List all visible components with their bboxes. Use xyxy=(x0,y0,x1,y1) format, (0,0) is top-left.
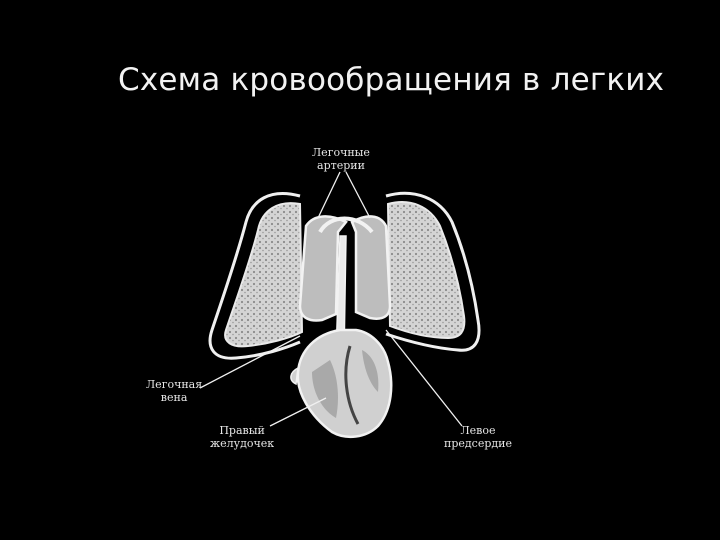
right-lung xyxy=(386,201,466,340)
label-right-ventricle-line1: Правый xyxy=(219,424,265,437)
left-vessel-loop xyxy=(298,215,348,322)
slide-title: Схема кровообращения в легких xyxy=(118,62,665,98)
heart-septum xyxy=(344,345,360,425)
label-right-ventricle: Правый желудочек xyxy=(210,424,274,450)
leader-line-arteries-left xyxy=(317,171,341,219)
label-right-ventricle-line2: желудочек xyxy=(210,437,275,450)
left-atrium-chamber xyxy=(362,350,379,392)
label-pulmonary-arteries-line2: артерии xyxy=(317,159,365,172)
atrium-appendage xyxy=(290,366,299,386)
label-pulmonary-vein-line1: Легочная xyxy=(146,378,203,391)
leader-line-pulmonary-vein xyxy=(199,335,301,389)
leader-line-arteries-right xyxy=(345,171,371,219)
label-pulmonary-vein: Легочная вена xyxy=(146,378,202,404)
label-left-atrium: Левое предсердие xyxy=(444,424,512,450)
leader-line-right-ventricle xyxy=(269,397,327,427)
label-left-atrium-line2: предсердие xyxy=(444,437,512,450)
label-pulmonary-arteries-line1: Легочные xyxy=(312,146,370,159)
right-ventricle-chamber xyxy=(312,360,338,418)
pulmonary-arch xyxy=(318,216,374,234)
left-lung xyxy=(224,202,304,348)
label-pulmonary-arteries: Легочные артерии xyxy=(312,146,370,172)
leader-line-left-atrium xyxy=(385,329,463,427)
pleura-outline xyxy=(208,191,481,360)
label-left-atrium-line1: Левое xyxy=(460,424,496,437)
label-pulmonary-vein-line2: вена xyxy=(160,391,188,404)
right-vessel-loop xyxy=(350,215,392,320)
